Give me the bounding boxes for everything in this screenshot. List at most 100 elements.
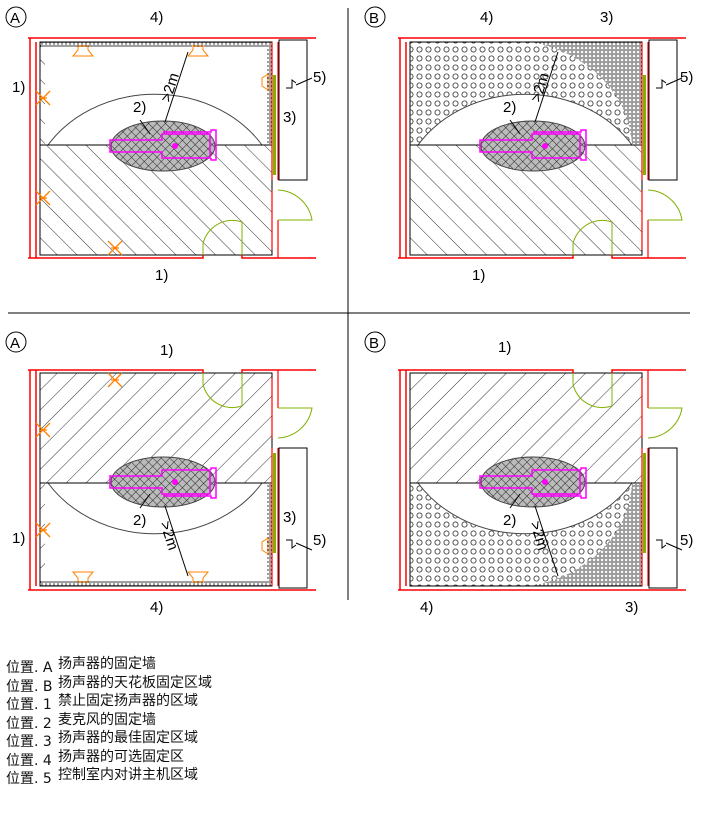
floor-plan-top-b (398, 37, 686, 259)
label-3: 3) (625, 599, 638, 616)
microphone-zone (480, 456, 586, 508)
microphone-zone (480, 120, 586, 172)
door-arc (572, 373, 613, 409)
label-3: 3) (283, 509, 296, 526)
speaker-icon (71, 45, 95, 57)
optimal-wall-zone (267, 483, 272, 586)
door-arc (202, 219, 243, 255)
microphone-table (479, 467, 587, 499)
optional-wall-zone (40, 581, 272, 586)
door-arc (647, 189, 683, 221)
window-strip (273, 75, 276, 175)
no-speaker-icon (35, 422, 51, 438)
speaker-icon (71, 571, 95, 583)
speaker-icon (186, 45, 210, 57)
coverage-semicircle (47, 482, 263, 535)
legend-key: 位置. B (6, 678, 53, 695)
legend-text: 控制室内对讲主机区域 (58, 767, 198, 783)
control-room-console (278, 39, 308, 181)
leader-line (139, 119, 151, 135)
legend-key: 位置. 1 (6, 697, 52, 713)
speaker-icon (261, 537, 269, 555)
labels-top-a: A 4) 1) 2) 3) 5) 1) >2m (5, 6, 326, 284)
distance-label: >2m (156, 519, 181, 552)
legend-text: 麦克风的固定墙 (58, 711, 156, 728)
label-1: 1) (155, 267, 168, 284)
label-1: 1) (472, 267, 485, 284)
panel-badge: A (10, 335, 20, 352)
window-strip (643, 453, 646, 553)
label-1: 1) (498, 339, 511, 356)
leader-line (509, 119, 521, 135)
outer-wall (28, 37, 316, 259)
door-arc (277, 407, 313, 439)
no-speaker-icon (107, 372, 123, 388)
label-1: 1) (12, 530, 25, 547)
speaker-icon (261, 73, 269, 91)
no-speaker-icon (35, 522, 51, 538)
label-5: 5) (680, 69, 693, 86)
label-3: 3) (283, 109, 296, 126)
intercom-icon (656, 539, 667, 549)
label-3: 3) (600, 9, 613, 26)
door-arc (277, 189, 313, 221)
legend-text: 扬声器的天花板固定区域 (58, 674, 212, 691)
outer-wall (398, 37, 686, 259)
leader-line (665, 77, 683, 86)
labels-bottom-b: B 1) 2) 5) 4) 3) >2m (364, 331, 693, 616)
speaker-icon (186, 571, 210, 583)
intercom-icon (286, 539, 297, 549)
outer-wall (28, 369, 316, 591)
partition-wall (271, 370, 279, 586)
optimal-ceiling-zone (530, 42, 642, 145)
legend-key: 位置. A (6, 660, 53, 676)
intercom-icon (656, 79, 667, 89)
distance-line (164, 51, 189, 123)
label-2: 2) (133, 512, 146, 529)
distance-line (164, 505, 189, 577)
microphone-table (109, 129, 217, 161)
optimal-wall-zone (267, 42, 272, 145)
panel-badge: B (369, 10, 379, 27)
outer-wall (398, 369, 686, 591)
partition-wall (641, 370, 649, 586)
forbidden-wall-zone (40, 47, 45, 145)
microphone-icon (172, 143, 178, 149)
door-arc (572, 219, 613, 255)
leader-line (139, 493, 151, 509)
leader-line (295, 77, 313, 86)
microphone-table (109, 467, 217, 499)
label-5: 5) (313, 532, 326, 549)
leader-line (665, 542, 683, 551)
badge-circle (5, 6, 27, 28)
legend-item: 位置. B 扬声器的天花板固定区域 (6, 674, 212, 695)
window-strip (643, 75, 646, 175)
control-room-console (648, 447, 678, 589)
door-arc (202, 373, 243, 409)
coverage-semicircle (47, 93, 263, 146)
label-4: 4) (150, 9, 163, 26)
microphone-icon (172, 479, 178, 485)
label-5: 5) (313, 69, 326, 86)
badge-circle (364, 6, 386, 28)
legend-key: 位置. 5 (6, 771, 52, 787)
diagram: A 4) 1) 2) 3) 5) 1) >2m B 4) 3) 2) 5) 1)… (5, 6, 693, 616)
leader-line (295, 542, 313, 551)
badge-circle (5, 331, 27, 353)
legend-item: 位置. 4 扬声器的可选固定区 (6, 748, 212, 769)
microphone-zone (110, 120, 216, 172)
control-room-console (278, 447, 308, 589)
label-4: 4) (480, 9, 493, 26)
legend-key: 位置. 4 (6, 752, 52, 769)
floor-plan-bottom-a (28, 369, 316, 591)
no-speaker-icon (35, 190, 51, 206)
optional-wall-zone (40, 42, 272, 47)
microphone-table (479, 129, 587, 161)
door-arc (647, 407, 683, 439)
label-1: 1) (160, 342, 173, 359)
legend-text: 扬声器的可选固定区 (58, 748, 184, 765)
control-room-console (648, 39, 678, 181)
